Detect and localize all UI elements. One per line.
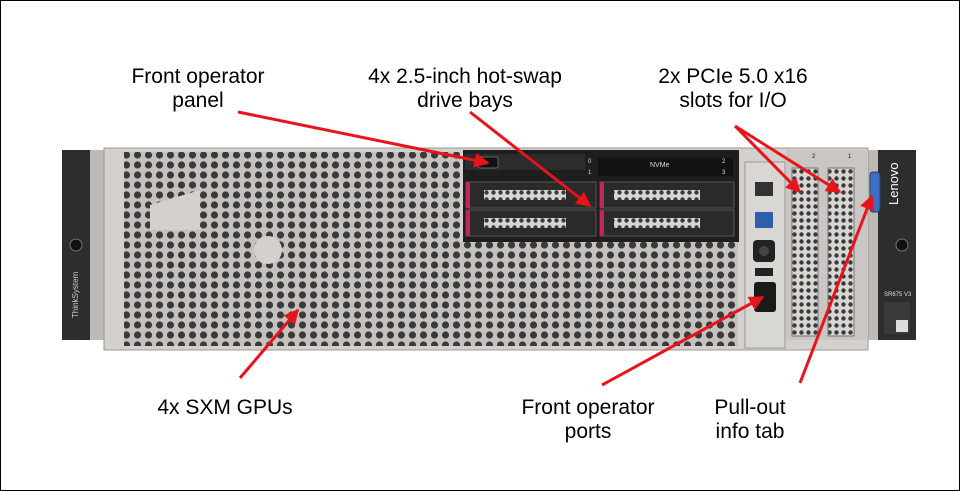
slot-number-2: 2: [812, 154, 816, 160]
slot-number-1: 1: [848, 154, 852, 160]
label-line: Pull-out: [714, 396, 786, 419]
arrow-sxm-gpus: [238, 308, 300, 379]
arrow-pcie-slot-1: [734, 124, 842, 194]
vga-port[interactable]: [754, 282, 776, 312]
drive-bay-1[interactable]: [465, 209, 597, 237]
label-front-operator-panel: Front operator panel: [108, 65, 288, 113]
drive-bay-cage: NVMe 0 1 2 3: [463, 150, 739, 242]
label-pcie-slots: 2x PCIe 5.0 x16 slots for I/O: [628, 65, 838, 113]
usb-port[interactable]: [755, 182, 773, 196]
bay-number-2: 2: [722, 159, 726, 165]
label-drive-bays: 4x 2.5-inch hot-swap drive bays: [330, 65, 600, 113]
arrow-front-operator-ports: [601, 295, 765, 387]
label-info-tab: Pull-out info tab: [690, 396, 810, 444]
left-rack-ear: ThinkSystem: [62, 150, 106, 340]
label-sxm-gpus: 4x SXM GPUs: [130, 396, 320, 420]
callout-arrows: [237, 110, 875, 387]
label-line: 2x PCIe 5.0 x16: [658, 65, 808, 88]
label-line: 4x SXM GPUs: [157, 396, 293, 419]
label-line: Front operator: [521, 396, 655, 419]
usb3-port[interactable]: [755, 212, 773, 228]
bay-number-1: 1: [588, 170, 592, 176]
brand-logo: Lenovo: [886, 162, 901, 205]
pcie-slot-2[interactable]: [791, 167, 819, 337]
arrow-drive-bays: [469, 110, 592, 208]
label-line: Front operator: [131, 65, 265, 88]
rack-ear-label: ThinkSystem: [71, 271, 80, 318]
front-operator-ports: [744, 161, 786, 349]
bay-number-0: 0: [588, 159, 592, 165]
arrow-pcie-slot-2: [733, 124, 802, 194]
model-label: SR675 V3: [884, 292, 912, 298]
drive-bay-3[interactable]: [599, 209, 735, 237]
label-line: ports: [564, 420, 612, 443]
label-line: slots for I/O: [679, 89, 787, 112]
bay-number-3: 3: [722, 170, 726, 176]
label-line: drive bays: [417, 89, 513, 112]
drive-bay-2[interactable]: [599, 181, 735, 209]
arrow-front-operator-panel: [237, 110, 490, 168]
pull-out-info-tab[interactable]: [869, 171, 881, 213]
label-line: info tab: [715, 420, 785, 443]
nvme-label: NVMe: [650, 162, 670, 169]
arrow-info-tab: [798, 194, 875, 384]
label-line: 4x 2.5-inch hot-swap: [368, 65, 562, 88]
label-line: panel: [172, 89, 224, 112]
label-front-operator-ports: Front operator ports: [498, 396, 678, 444]
